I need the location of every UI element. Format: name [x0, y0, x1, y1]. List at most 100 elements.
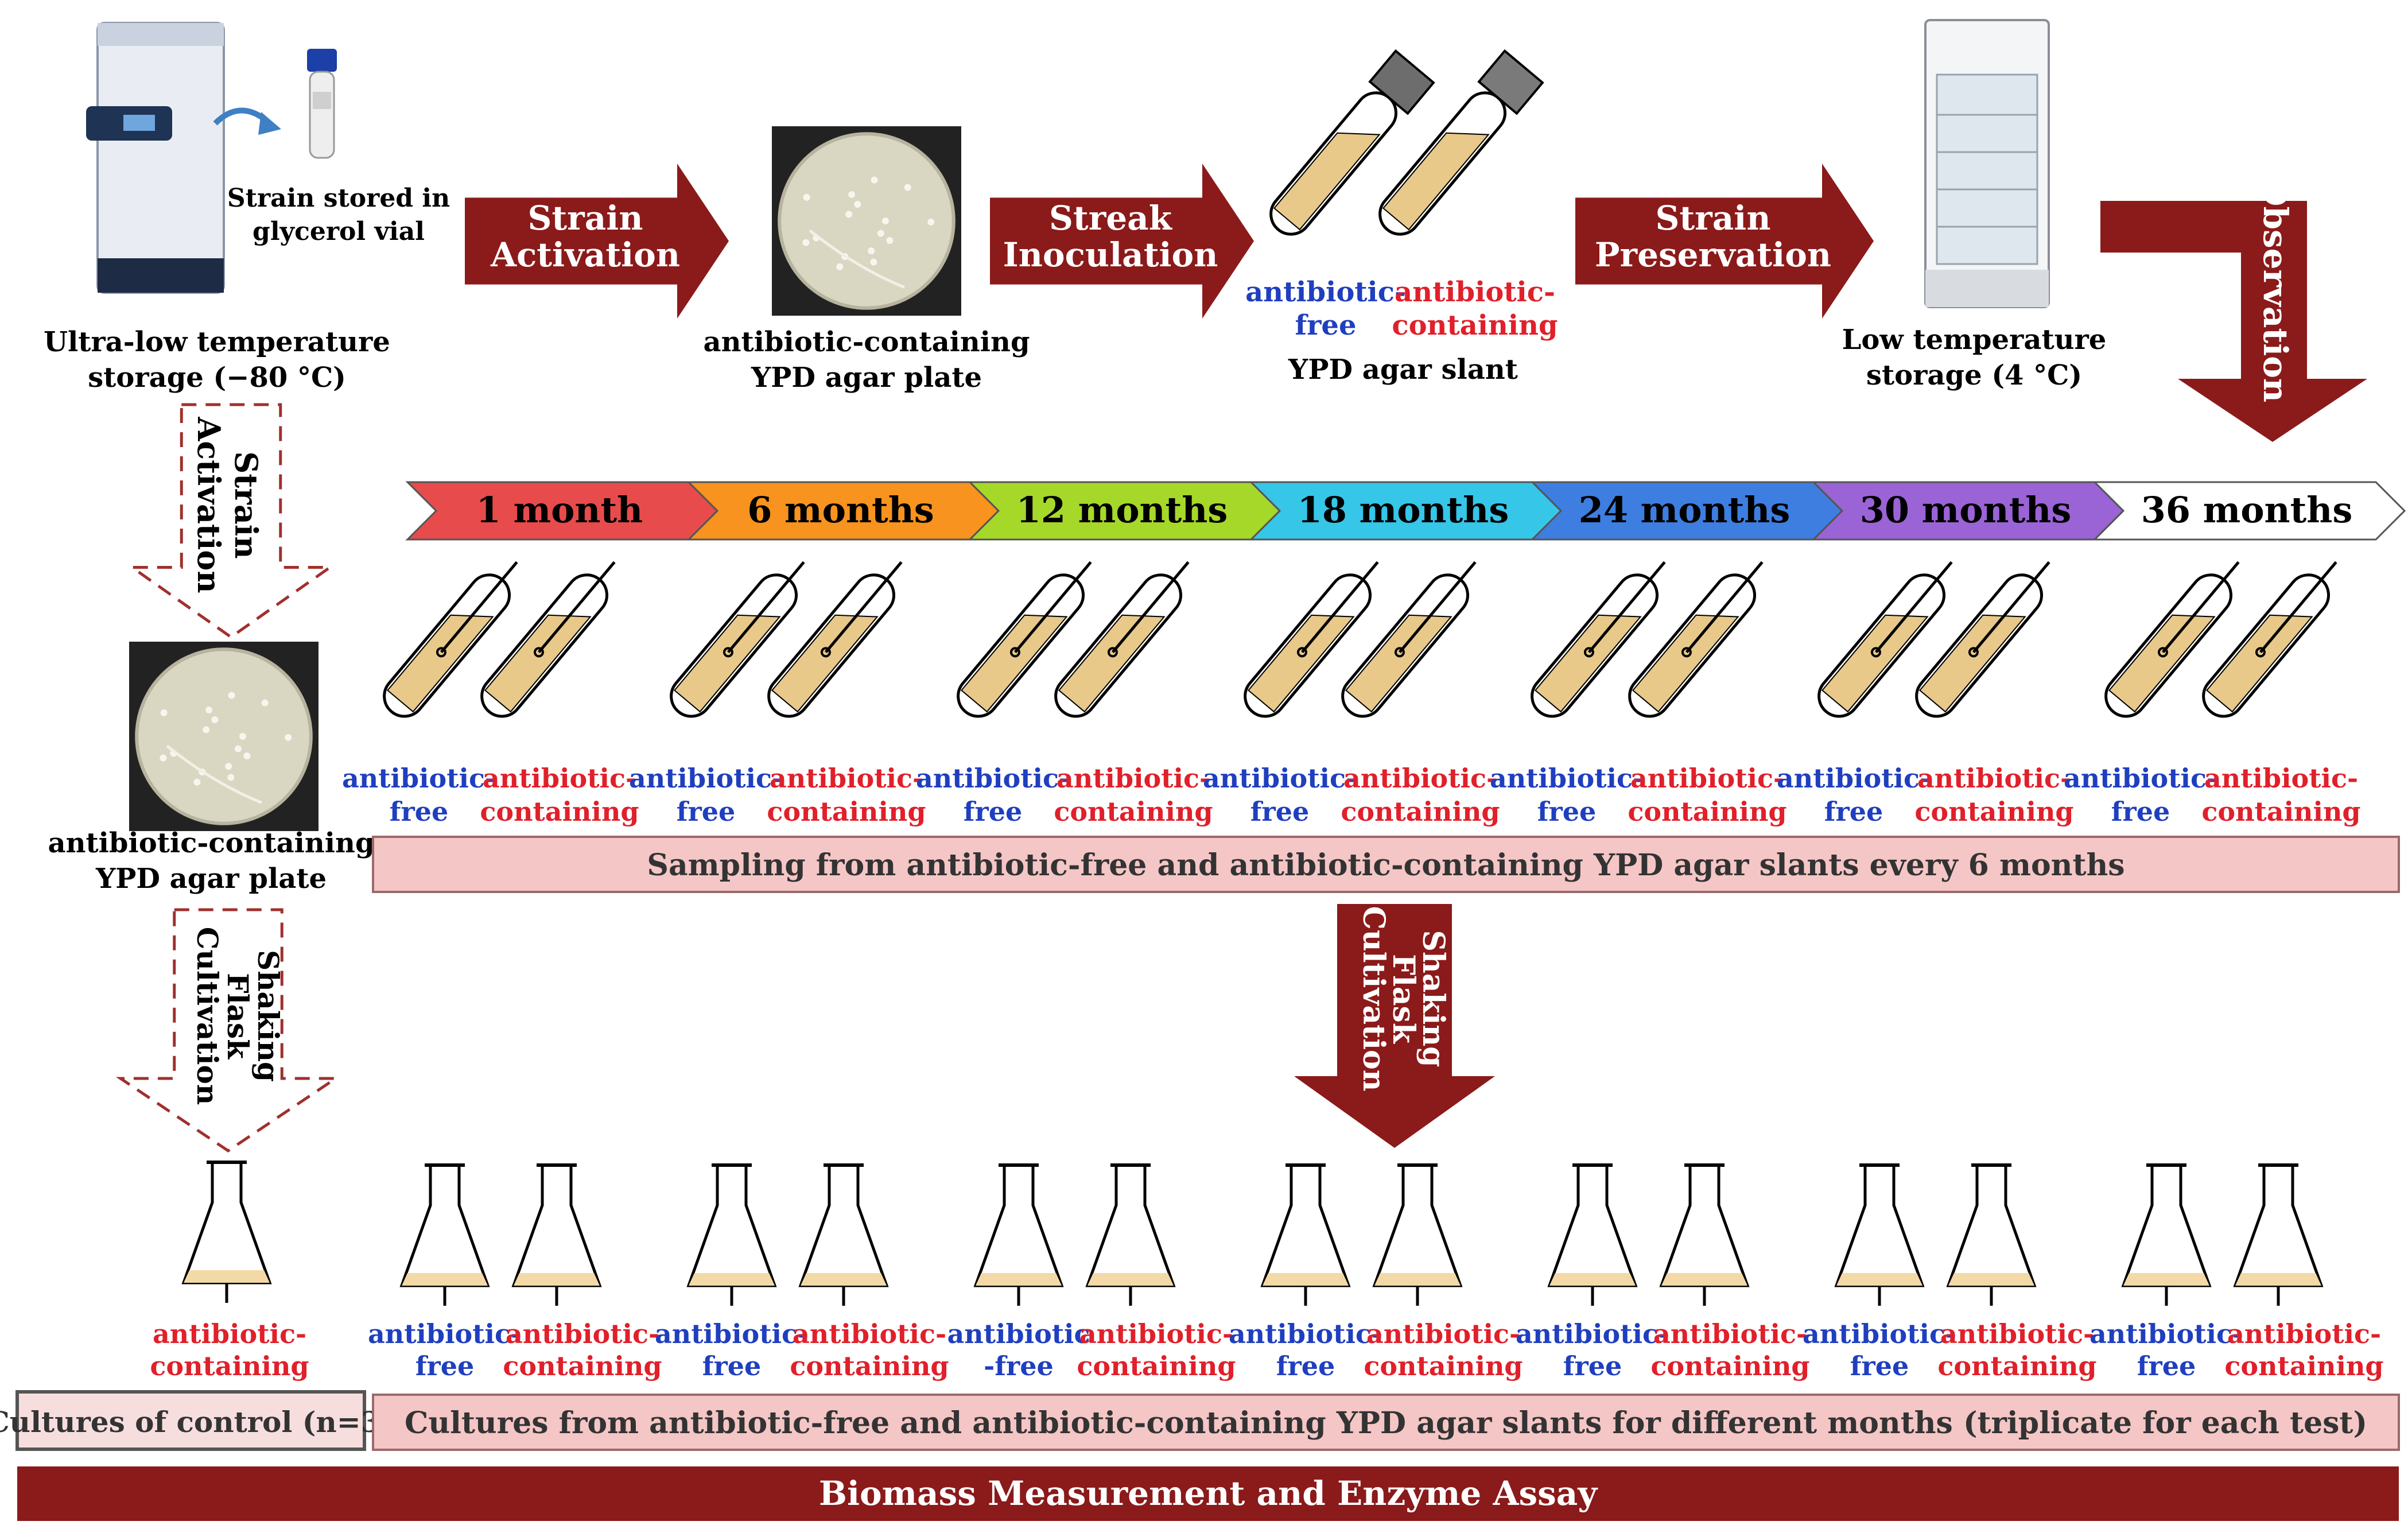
- flask-free-label-line-1: antibiotic-: [655, 1318, 809, 1349]
- slant-free-label-line-2: free: [1824, 796, 1883, 827]
- strain-activation-arrow: [465, 164, 729, 319]
- loop-tip: [436, 647, 446, 658]
- slant-containing-icon: [2202, 561, 2337, 718]
- loop-tip: [1583, 647, 1594, 658]
- flask-free-icon: [1260, 1163, 1351, 1306]
- flask-free-label-line-2: free: [702, 1351, 762, 1381]
- flask-broth: [1374, 1273, 1461, 1286]
- inoculation-loop: [1972, 561, 2050, 654]
- flask-free-label-line-2: free: [2137, 1351, 2196, 1381]
- slant-containing-label-line-1: antibiotic-: [1343, 763, 1497, 794]
- flask-broth: [402, 1273, 488, 1286]
- tube-agar: [2108, 614, 2216, 713]
- flask-outline: [1260, 1163, 1351, 1287]
- flask-outline: [399, 1163, 490, 1287]
- top-slant-free-label-line-1: antibiotic-: [1245, 276, 1406, 308]
- colony-dot: [803, 193, 810, 201]
- slant-free-icon: [957, 561, 1092, 718]
- freezer-base: [98, 258, 224, 293]
- tube-agar: [1273, 132, 1381, 231]
- slant-containing-label-line-2: containing: [1914, 796, 2073, 827]
- low-temp-label-line-1: Low temperature: [1842, 324, 2107, 356]
- top-slant-label: YPD agar slant: [1288, 354, 1518, 386]
- flask-broth: [1836, 1273, 1922, 1286]
- curved-arrow-head: [258, 112, 281, 135]
- loop-tip: [1870, 647, 1881, 658]
- vial-tube: [309, 71, 335, 159]
- flask-broth: [1661, 1273, 1747, 1286]
- ultra-low-label-line-1: Ultra-low temperature: [44, 326, 390, 358]
- freezer-top: [98, 23, 224, 46]
- inoculation-loop: [1685, 561, 1764, 654]
- loop-tip: [2255, 647, 2266, 658]
- flask-outline: [973, 1163, 1064, 1287]
- flask-outline: [1946, 1163, 2037, 1287]
- tube-cap: [1477, 49, 1544, 115]
- sampling-label: Sampling from antibiotic-free and antibi…: [647, 848, 2125, 883]
- timeline-label: 30 months: [1860, 489, 2072, 531]
- flask-containing-label-line-2: containing: [1650, 1351, 1809, 1381]
- slant-free-label-line-1: antibiotic-: [629, 763, 783, 794]
- center-shaking-arrow: [1294, 904, 1495, 1148]
- sampling-bar: [372, 836, 2400, 893]
- flask-broth: [2235, 1273, 2321, 1286]
- flask-containing-label-line-1: antibiotic-: [1653, 1318, 1807, 1349]
- slant-containing-label-line-1: antibiotic-: [1917, 763, 2071, 794]
- flask-broth: [514, 1273, 600, 1286]
- flask-free-label-line-1: antibiotic-: [2089, 1318, 2243, 1349]
- slant-free-label-line-2: free: [2111, 796, 2170, 827]
- tube-agar: [2205, 614, 2313, 713]
- timeline-segment: 36 months: [2092, 481, 2406, 541]
- left-plate-label-line-1: antibiotic-containing: [48, 827, 374, 859]
- colony-dot: [225, 763, 232, 770]
- slant-free-icon: [383, 561, 518, 718]
- flask-containing-icon: [1085, 1163, 1176, 1306]
- slant-free-label-line-2: free: [1537, 796, 1597, 827]
- streak-inoculation-arrow-text-line-1: Streak: [1049, 199, 1173, 238]
- slant-containing-icon: [1915, 561, 2050, 718]
- loop-tip: [820, 647, 831, 658]
- strain-activation-arrow-text-line-1: Strain: [527, 199, 643, 238]
- inoculation-loop: [440, 561, 518, 654]
- flask-free-label-line-2: -free: [984, 1351, 1054, 1381]
- colony-dot: [870, 258, 877, 266]
- slant-free-label-line-1: antibiotic-: [1777, 763, 1931, 794]
- flask-outline: [2121, 1163, 2212, 1287]
- center-shaking-text-line-3: Cultivation: [1356, 906, 1391, 1092]
- vial-cap: [307, 49, 337, 72]
- slant-free-label-line-1: antibiotic-: [342, 763, 496, 794]
- colony-dot: [227, 774, 235, 781]
- top-slant-containing-label-line-1: antibiotic-: [1395, 276, 1555, 308]
- loop-tip: [1296, 647, 1307, 658]
- flask-outline: [1547, 1163, 1638, 1287]
- inoculation-loop: [538, 561, 616, 654]
- loop-tip: [1681, 647, 1692, 658]
- left-flask-label-line-1: antibiotic-: [153, 1318, 306, 1349]
- flask-containing-icon: [798, 1163, 889, 1306]
- cultures-label: Cultures from antibiotic-free and antibi…: [405, 1406, 2367, 1441]
- flask-outline: [1659, 1163, 1750, 1287]
- tube-agar: [1247, 614, 1355, 713]
- slant-free-label-line-2: free: [390, 796, 449, 827]
- slant-containing-label-line-1: antibiotic-: [1630, 763, 1784, 794]
- flask-containing-label-line-1: antibiotic-: [793, 1318, 946, 1349]
- tube-agar: [1382, 132, 1490, 231]
- flask-outline: [686, 1163, 777, 1287]
- flask-outline: [1834, 1163, 1925, 1287]
- loop-tip: [2157, 647, 2168, 658]
- timeline-segment: 1 month: [405, 481, 719, 541]
- flask-free-label-line-2: free: [415, 1351, 475, 1381]
- flask-free-icon: [1834, 1163, 1925, 1306]
- slant-free-icon: [1244, 561, 1379, 718]
- vial-label: [313, 92, 331, 109]
- timeline-label: 1 month: [476, 489, 643, 531]
- inoculation-loop: [1301, 561, 1379, 654]
- biomass-label: Biomass Measurement and Enzyme Assay: [819, 1474, 1598, 1513]
- flask-containing-label-line-2: containing: [503, 1351, 662, 1381]
- flask-containing-label-line-1: antibiotic-: [1079, 1318, 1233, 1349]
- loop-tip: [723, 647, 733, 658]
